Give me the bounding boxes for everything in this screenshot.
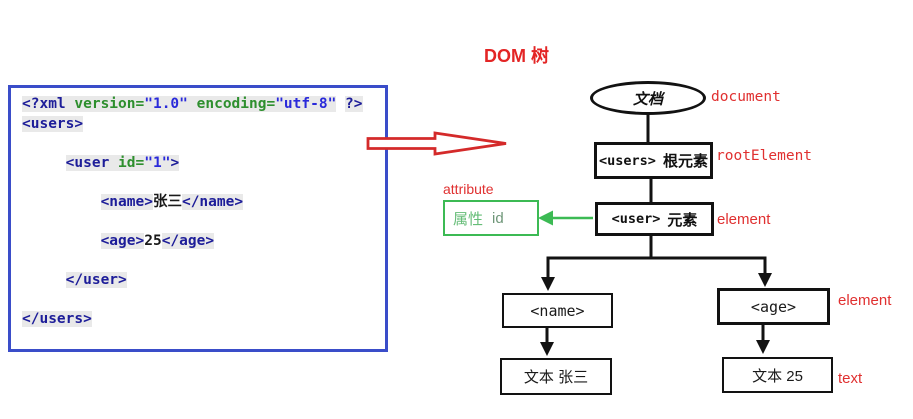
users-open-line: <users>	[22, 115, 385, 135]
text-node-age: 文本 25	[722, 357, 833, 393]
attribute-id-text: id	[492, 209, 504, 227]
xml-attr-encoding: encoding=	[196, 96, 276, 112]
name-line: <name>张三</name>	[22, 193, 385, 213]
name-close-tag: </name>	[181, 193, 244, 210]
user-open-tag: <user	[65, 154, 110, 171]
xml-decl-close: ?>	[345, 96, 363, 112]
root-element-suffix: 根元素	[662, 153, 708, 170]
age-element-tag: <age>	[750, 297, 797, 316]
root-element-label: rootElement	[716, 148, 813, 164]
arrowhead-text-age	[756, 340, 770, 354]
age-line: <age>25</age>	[22, 232, 385, 252]
xml-declaration-line: <?xml version="1.0" encoding="utf-8" ?>	[22, 95, 385, 115]
text-node-age-value: 文本 25	[752, 367, 803, 385]
age-open-tag: <age>	[100, 232, 145, 249]
arrowhead-text-name	[540, 342, 554, 356]
xml-decl-open: <?xml	[22, 96, 66, 112]
text-label: text	[838, 370, 863, 387]
age-element-node: <age>	[717, 288, 830, 325]
attribute-cn-text: 属性	[453, 210, 484, 228]
user-close-line: </user>	[22, 271, 385, 291]
root-element-node: <users> 根元素	[594, 142, 713, 179]
element-label-age: element	[838, 292, 892, 309]
name-element-tag: <name>	[530, 301, 585, 320]
xml-attr-id: id=	[118, 154, 145, 171]
arrowhead-age	[758, 273, 772, 287]
name-element-node: <name>	[502, 293, 613, 328]
user-element-suffix: 元素	[667, 211, 698, 229]
name-open-tag: <name>	[100, 193, 153, 210]
xml-attr-version: version=	[74, 96, 145, 112]
age-text-content: 25	[144, 232, 162, 249]
attribute-arrow	[538, 210, 593, 226]
users-open-tag: <users>	[22, 115, 84, 132]
xml-value-id: "1"	[144, 154, 171, 171]
page-title: DOM 树	[484, 46, 549, 66]
xml-to-tree-arrow	[366, 131, 507, 156]
xml-value-encoding: "utf-8"	[275, 96, 337, 112]
xml-value-version: "1.0"	[144, 96, 188, 112]
users-close-tag: </users>	[22, 310, 92, 327]
text-node-name: 文本 张三	[500, 358, 612, 395]
document-node: 文档	[590, 81, 706, 115]
xml-code-panel: <?xml version="1.0" encoding="utf-8" ?> …	[8, 85, 388, 352]
user-close-tag: </user>	[65, 271, 127, 288]
user-element-node: <user> 元素	[595, 202, 714, 236]
user-open-line: <user id="1">	[22, 154, 385, 174]
root-element-tag: <users>	[599, 152, 656, 169]
name-text-content: 张三	[152, 193, 182, 210]
element-label-user: element	[717, 211, 771, 228]
text-node-name-value: 文本 张三	[523, 369, 589, 386]
attribute-node: 属性 id	[443, 200, 539, 236]
users-close-line: </users>	[22, 310, 385, 330]
document-label: document	[711, 89, 781, 105]
attribute-arrowhead	[538, 210, 553, 226]
age-close-tag: </age>	[161, 232, 215, 249]
arrowhead-name	[541, 277, 555, 291]
user-element-tag: <user>	[611, 211, 661, 227]
document-node-text: 文档	[632, 90, 663, 108]
attribute-label: attribute	[443, 181, 494, 197]
